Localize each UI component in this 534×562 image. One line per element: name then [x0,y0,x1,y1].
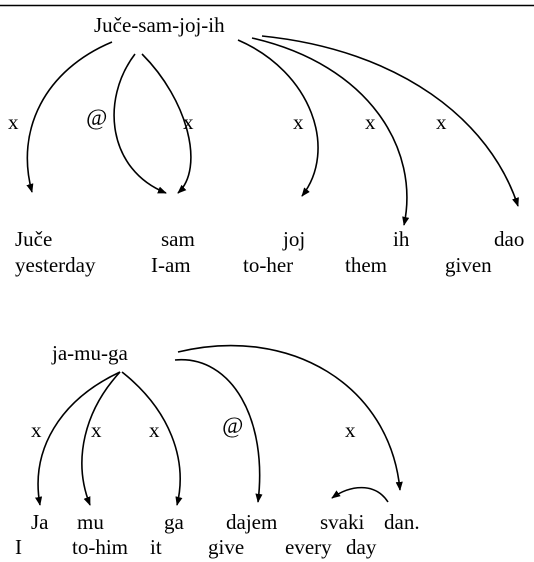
diagram-2-word-3: dajem [226,510,277,534]
diagram-2-label-1: x [91,418,102,442]
diagram-1-gloss-4: given [445,253,492,277]
diagram-2-arc-ga [121,371,183,506]
diagram-1-word-1: sam [161,227,195,251]
diagram-1-word-2: joj [282,227,305,251]
diagram-2-arc-ja [35,371,121,506]
diagram-2-head: ja-mu-ga [51,341,128,365]
diagram-1-arc-juce [26,41,113,193]
diagram-2-gloss-2: it [150,535,162,559]
diagram-2-gloss-5: day [346,535,377,559]
diagram-2-arc-mu [81,371,121,506]
diagram-2-label-0: x [31,418,42,442]
diagram-1-arc-sam-x [141,53,192,194]
diagram-1-word-3: ih [393,227,410,251]
diagram-1-gloss-2: to-her [243,253,293,277]
diagram-2-word-0: Ja [31,510,49,534]
diagram-1-head: Juče-sam-joj-ih [94,13,225,37]
diagram-1-gloss-0: yesterday [15,253,96,277]
diagram-1-arc-joj [237,39,319,197]
diagram-1-word-4: dao [494,227,524,251]
diagram-1-label-0: x [8,110,19,134]
diagram-1-arc-ih [251,37,410,226]
diagram-2-arc-svaki [331,486,389,503]
diagram-2-label-3: @ [222,413,243,438]
diagram-1-label-5: x [436,110,447,134]
diagram-1-gloss-1: I-am [151,253,191,277]
diagram-2-label-2: x [149,418,160,442]
diagram-1-label-3: x [293,110,304,134]
diagram-1-label-2: x [183,110,194,134]
diagram-2-label-4: x [345,418,356,442]
diagram-2-word-4: svaki [320,510,364,534]
diagram-2-word-1: mu [77,510,104,534]
diagram-1-arc-dao [261,35,519,207]
diagram-1-label-4: x [365,110,376,134]
diagram-2-word-5: dan. [384,510,420,534]
diagram-1-gloss-3: them [345,253,387,277]
diagram-2-gloss-4: every [285,535,332,559]
diagram-2-arc-dan [177,344,403,491]
diagram-1-word-0: Juče [15,227,52,251]
diagram-2-gloss-3: give [208,535,244,559]
diagram-2-word-2: ga [164,510,185,534]
diagram-2-arc-dajem [174,359,263,503]
diagram-1: Juče-sam-joj-ih x @ x x x x Juče sam joj… [8,13,524,277]
diagram-2: ja-mu-ga x x x @ x Ja mu ga dajem svaki … [15,341,420,559]
diagram-2-gloss-1: to-him [72,535,128,559]
diagram-2-gloss-0: I [15,535,22,559]
diagram-1-arc-sam-at [113,53,167,194]
diagram-1-label-1: @ [86,105,107,130]
